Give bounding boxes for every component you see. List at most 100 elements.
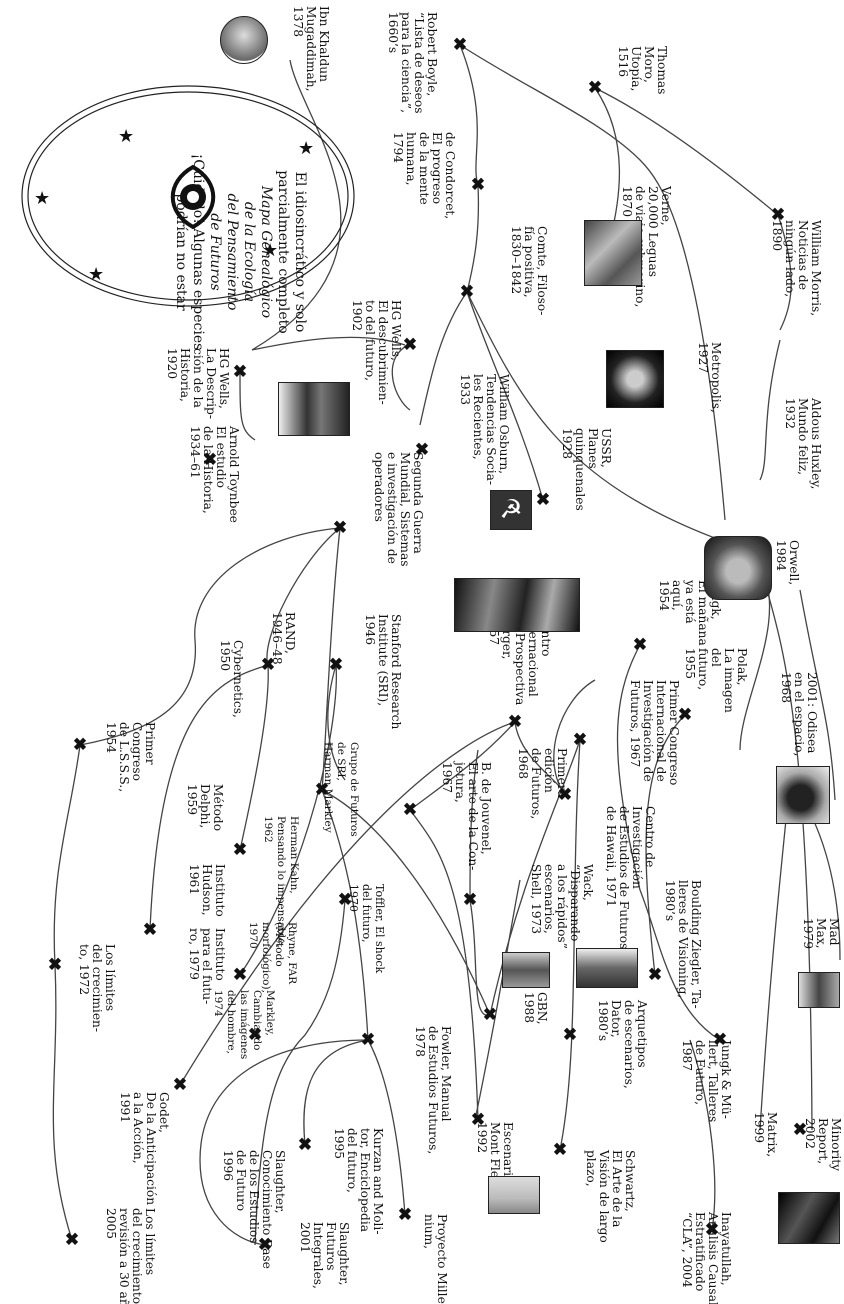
node-marker: ✖ bbox=[552, 1140, 568, 1160]
node-marker: ✖ bbox=[572, 730, 588, 750]
node-wells1902: HG Wells,El descubrimien-to del futuro,1… bbox=[350, 300, 403, 405]
node-marker: ✖ bbox=[557, 785, 573, 805]
star-icon: ★ bbox=[118, 126, 135, 147]
node-marker: ✖ bbox=[462, 890, 478, 910]
node-marker: ✖ bbox=[232, 362, 248, 382]
war-image bbox=[454, 578, 580, 632]
node-marker: ✖ bbox=[632, 635, 648, 655]
node-marker: ✖ bbox=[470, 175, 486, 195]
legend-border bbox=[21, 85, 355, 307]
node-marker: ✖ bbox=[792, 1120, 808, 1140]
node-osburn: William Osburn,Tendencias Socia-les Reci… bbox=[458, 374, 511, 486]
node-cybernetics: Cybernetics,1950 bbox=[218, 640, 245, 718]
node-marker: ✖ bbox=[397, 1205, 413, 1225]
odisea-image bbox=[776, 766, 830, 824]
metropolis-image bbox=[606, 350, 664, 408]
eye-icon bbox=[170, 164, 216, 230]
star-icon: ★ bbox=[88, 264, 105, 285]
node-marker: ✖ bbox=[507, 712, 523, 732]
node-marker: ✖ bbox=[232, 840, 248, 860]
orwell-tv-image bbox=[704, 536, 772, 600]
node-marker: ✖ bbox=[172, 1075, 188, 1095]
node-marker: ✖ bbox=[704, 1220, 720, 1240]
wells-image bbox=[278, 382, 350, 436]
hawaii-image bbox=[576, 948, 638, 988]
star-icon: ★ bbox=[262, 240, 279, 261]
star-icon: ★ bbox=[34, 188, 51, 209]
node-marker: ✖ bbox=[202, 450, 218, 470]
node-jouvenel: B. de Jouvenel,El arte de la Con-jetura,… bbox=[440, 762, 493, 871]
montfleur-image bbox=[488, 1176, 540, 1214]
legend-line: El idiosincrático y solo bbox=[292, 171, 308, 333]
node-marker: ✖ bbox=[770, 205, 786, 225]
node-orwell: Orwell,1984 bbox=[774, 540, 801, 586]
madmax-image bbox=[798, 972, 840, 1008]
node-marker: ✖ bbox=[260, 655, 276, 675]
node-gbn: GBN,1988 bbox=[522, 992, 549, 1025]
node-marker: ✖ bbox=[535, 490, 551, 510]
node-marker: ✖ bbox=[247, 1025, 263, 1045]
node-millennium: Proyecto Mille-nium, bbox=[422, 1214, 449, 1304]
node-comte: Comte, Filoso-fía positiva,1830–1842 bbox=[509, 226, 549, 316]
legend-line: de la Ecología bbox=[241, 201, 257, 303]
hammer-sickle-image: ☭ bbox=[490, 490, 532, 530]
node-matrix: Matrix,1999 bbox=[752, 1112, 779, 1158]
node-marker: ✖ bbox=[328, 655, 344, 675]
node-marker: ✖ bbox=[257, 1235, 273, 1255]
node-marker: ✖ bbox=[712, 1030, 728, 1050]
shell-image bbox=[502, 952, 550, 988]
node-boulding: Boulding Ziegler, Ta-lleres de Visioning… bbox=[663, 880, 703, 1009]
node-metropolis: Metropolis,1927 bbox=[696, 342, 723, 413]
node-marker: ✖ bbox=[470, 1110, 486, 1130]
legend-oval: El idiosincrático y solo parcialmente co… bbox=[18, 82, 358, 350]
node-marker: ✖ bbox=[72, 735, 88, 755]
node-marker: ✖ bbox=[314, 780, 330, 800]
node-marker: ✖ bbox=[562, 1025, 578, 1045]
node-marker: ✖ bbox=[402, 800, 418, 820]
khaldun-portrait-image bbox=[220, 16, 268, 64]
node-marker: ✖ bbox=[677, 705, 693, 725]
node-marker: ✖ bbox=[587, 78, 603, 98]
node-marker: ✖ bbox=[232, 965, 248, 985]
node-marker: ✖ bbox=[459, 282, 475, 302]
node-marker: ✖ bbox=[142, 920, 158, 940]
star-icon: ★ bbox=[298, 138, 315, 159]
node-marker: ✖ bbox=[647, 965, 663, 985]
minority-report-image bbox=[778, 1192, 840, 1244]
node-marker: ✖ bbox=[64, 1230, 80, 1250]
node-marker: ✖ bbox=[337, 890, 353, 910]
node-marker: ✖ bbox=[332, 518, 348, 538]
node-marker: ✖ bbox=[297, 1135, 313, 1155]
